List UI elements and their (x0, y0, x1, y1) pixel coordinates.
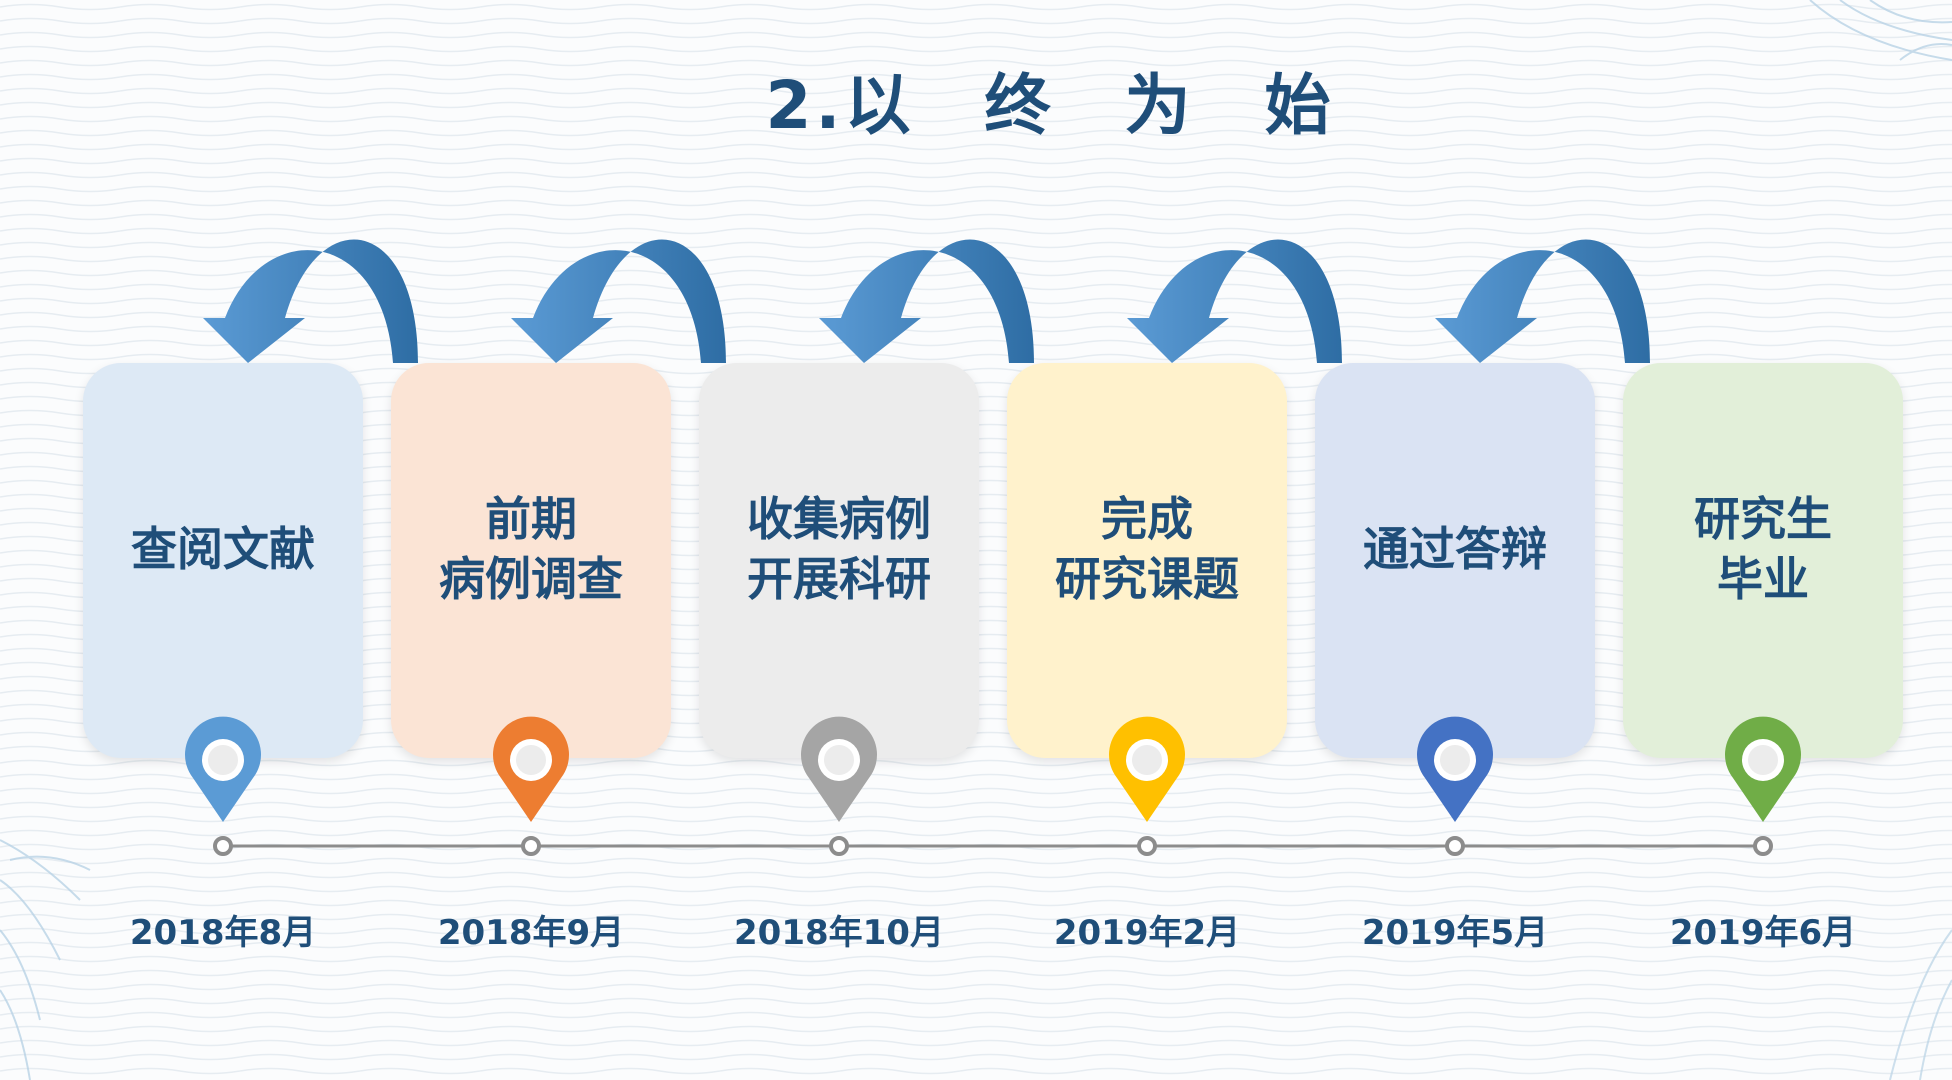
step-label: 查阅文献 (131, 521, 315, 576)
step-label: 研究生 毕业 (1694, 491, 1832, 606)
date-label: 2018年9月 (437, 913, 625, 953)
feather-decoration-bottom-right (1889, 929, 1952, 1080)
feather-decoration-top-right (1809, 0, 1952, 61)
step-label: 前期 病例调查 (439, 491, 623, 606)
page-title: 2.以 终 为 始 (765, 67, 1335, 144)
date-label: 2018年10月 (734, 913, 944, 953)
step-card-5: 通过答辩 (1315, 363, 1595, 758)
step-label: 收集病例 开展科研 (747, 491, 931, 606)
date-label: 2019年2月 (1053, 913, 1241, 953)
date-label: 2018年8月 (129, 913, 317, 953)
date-label: 2019年5月 (1361, 913, 1549, 953)
feather-decoration-bottom-left (0, 839, 91, 1080)
step-label: 通过答辩 (1363, 521, 1547, 576)
step-card-6: 研究生 毕业 (1623, 363, 1903, 758)
step-card-2: 前期 病例调查 (391, 363, 671, 758)
step-label: 完成 研究课题 (1055, 491, 1239, 606)
date-label: 2019年6月 (1669, 913, 1857, 953)
step-card-1: 查阅文献 (83, 363, 363, 758)
step-card-3: 收集病例 开展科研 (699, 363, 979, 758)
step-card-4: 完成 研究课题 (1007, 363, 1287, 758)
